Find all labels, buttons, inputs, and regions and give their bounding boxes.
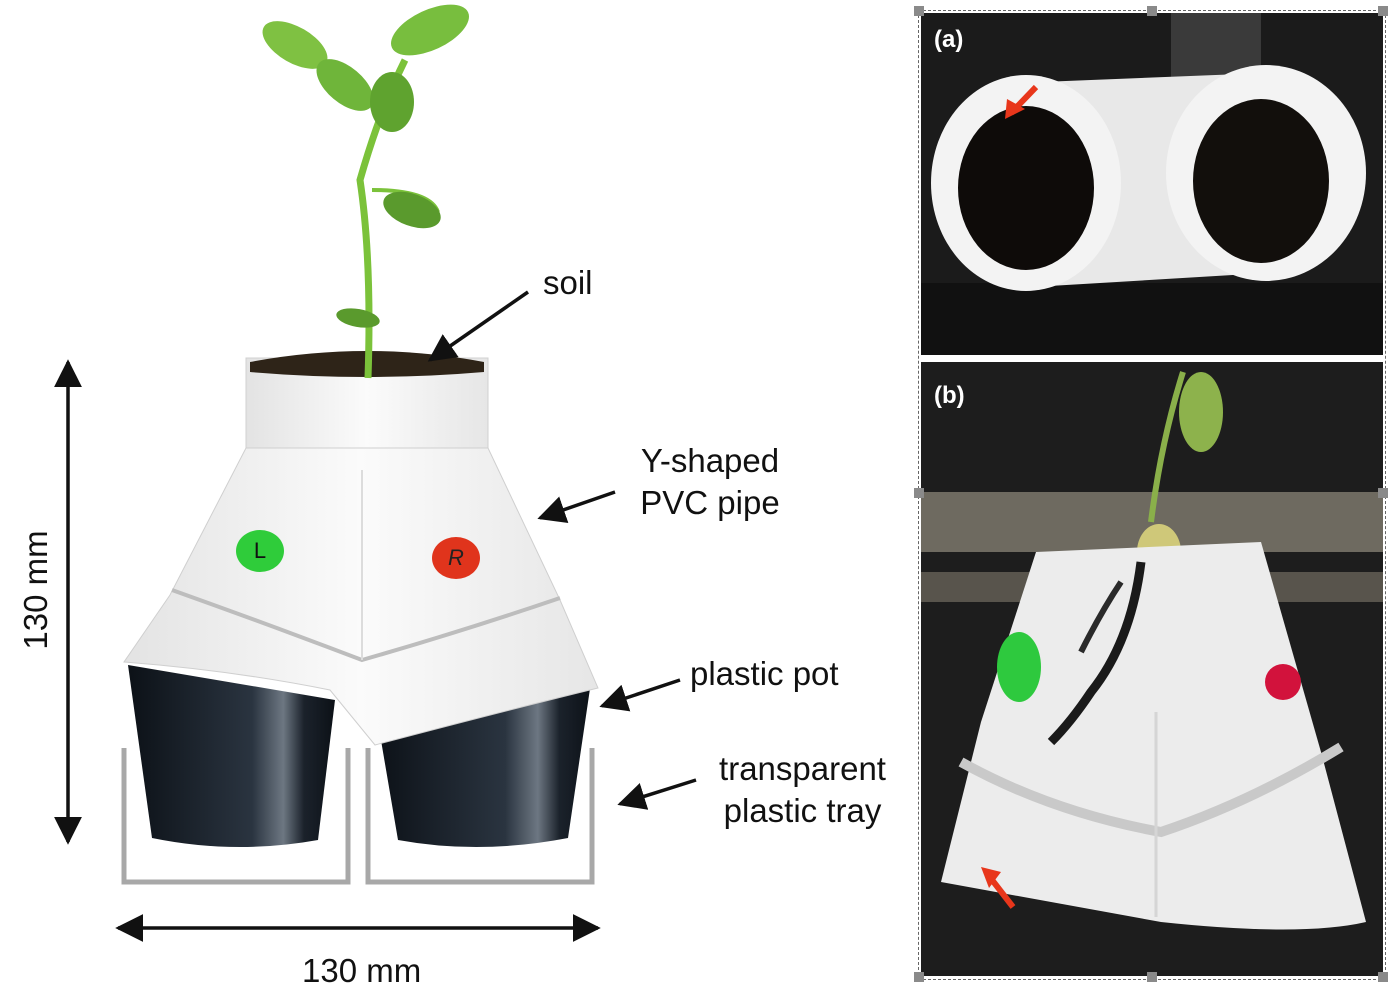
pot-pointer-arrow	[599, 678, 681, 712]
plastic-pot-left	[128, 665, 335, 848]
label-height-dimension: 130 mm	[17, 530, 54, 650]
y-pipe-top-view	[931, 65, 1366, 291]
label-pvc-line1: Y-shaped	[640, 442, 780, 479]
soil-pointer-arrow	[427, 290, 529, 362]
plant-seedling	[262, 4, 469, 379]
pvc-pipe	[123, 357, 599, 746]
marker-left: L	[236, 530, 284, 572]
label-transparent-tray: transparent plastic tray	[700, 748, 905, 832]
red-marker-photo	[1265, 664, 1301, 700]
resize-handle-mid-left[interactable]	[914, 488, 924, 498]
pot-diagram	[54, 4, 697, 942]
tray-pointer-arrow	[617, 778, 697, 810]
label-width-dimension: 130 mm	[302, 952, 422, 989]
photo-panel-b	[921, 362, 1383, 976]
marker-right: R	[432, 537, 480, 579]
red-arrowhead-b	[981, 867, 1001, 888]
label-plastic-pot: plastic pot	[690, 655, 839, 692]
label-tray-line1: transparent	[719, 750, 886, 787]
panel-label-a: (a)	[934, 26, 964, 53]
green-marker-photo	[997, 632, 1041, 702]
resize-handle-bottom-center[interactable]	[1147, 972, 1157, 982]
resize-handle-top-right[interactable]	[1378, 6, 1388, 16]
y-pipe-side-view	[941, 542, 1366, 930]
pipe-pointer-arrow	[537, 490, 616, 523]
panel-label-b: (b)	[934, 382, 965, 409]
resize-handle-bottom-right[interactable]	[1378, 972, 1388, 982]
resize-handle-bottom-left[interactable]	[914, 972, 924, 982]
red-arrowhead-a	[1005, 99, 1025, 119]
photo-panel-a	[921, 13, 1383, 355]
resize-handle-mid-right[interactable]	[1378, 488, 1388, 498]
label-soil: soil	[543, 264, 593, 301]
resize-handle-top-center[interactable]	[1147, 6, 1157, 16]
label-pvc-line2: PVC pipe	[640, 484, 780, 521]
label-pvc-pipe: Y-shaped PVC pipe	[610, 440, 810, 524]
resize-handle-top-left[interactable]	[914, 6, 924, 16]
label-tray-line2: plastic tray	[723, 792, 882, 829]
transparent-tray	[121, 748, 595, 885]
